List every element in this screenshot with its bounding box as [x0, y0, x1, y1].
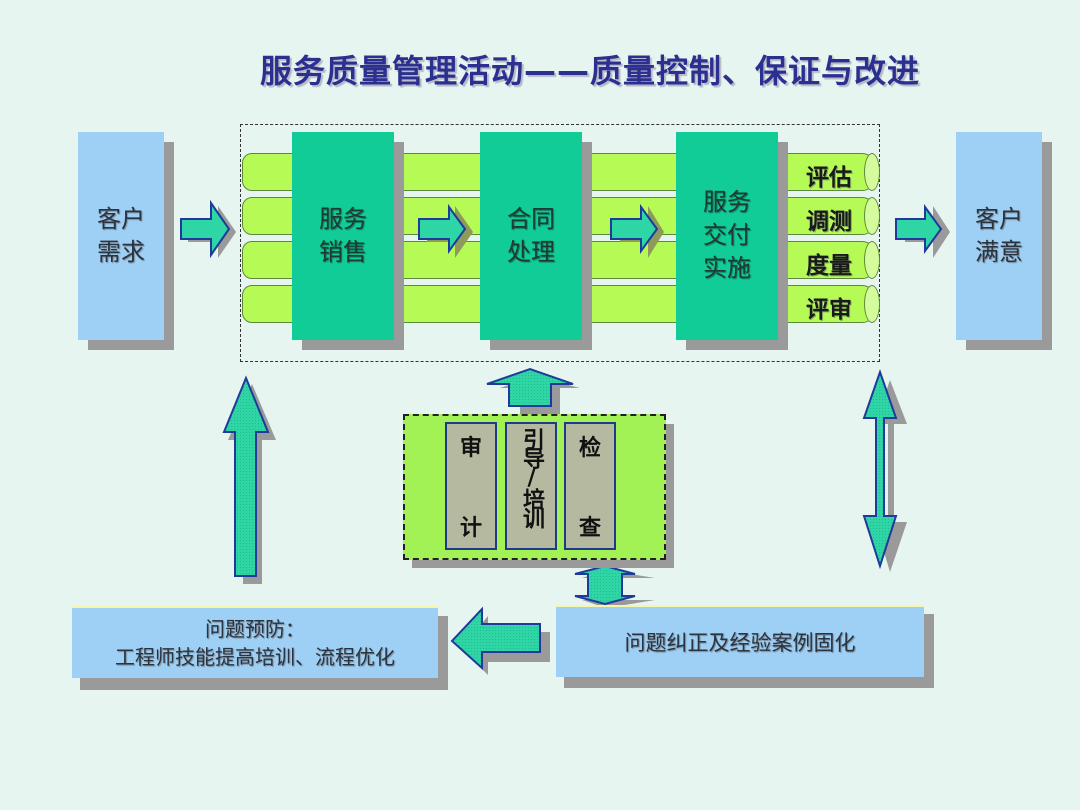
step-delivery-line3: 实施	[703, 254, 751, 282]
tool-guidance-training: 引导/培训	[505, 422, 557, 550]
step-delivery-line2: 交付	[703, 221, 751, 249]
customer-satisfaction-line2: 满意	[975, 238, 1023, 266]
arrow-bidirectional-icon	[862, 368, 907, 572]
arrow-bidirectional-small-icon	[574, 564, 655, 608]
customer-need-line2: 需求	[97, 238, 145, 266]
pipe-label-review: 评审	[806, 297, 852, 323]
pipe-end-1	[864, 153, 880, 191]
tool-audit-bottom: 计	[459, 516, 482, 541]
step-service-sales: 服务 销售	[292, 132, 394, 340]
tool-guidance-label: 引导/培训	[519, 428, 544, 526]
arrow-up-long-icon	[222, 375, 276, 584]
tool-inspection-bottom: 查	[578, 516, 601, 541]
customer-satisfaction-line1: 客户	[975, 205, 1023, 233]
arrow-left-icon	[450, 606, 550, 675]
tool-inspection: 检 查	[564, 422, 616, 550]
step-service-delivery: 服务 交付 实施	[676, 132, 778, 340]
pipe-label-measurement: 度量	[806, 253, 852, 279]
tool-audit: 审 计	[445, 422, 497, 550]
step-sales-line2: 销售	[319, 238, 367, 266]
arrow-right-icon	[895, 203, 950, 258]
prevention-detail: 工程师技能提高培训、流程优化	[115, 645, 395, 669]
customer-satisfaction-box: 客户 满意	[956, 132, 1042, 340]
arrow-up-icon	[486, 367, 580, 414]
pipe-end-2	[864, 197, 880, 235]
pipe-end-4	[864, 285, 880, 323]
diagram-title: 服务质量管理活动——质量控制、保证与改进	[259, 52, 920, 90]
customer-need-line1: 客户	[97, 205, 145, 233]
problem-correction-box: 问题纠正及经验案例固化	[556, 605, 924, 677]
correction-label: 问题纠正及经验案例固化	[624, 631, 856, 655]
step-delivery-line1: 服务	[703, 188, 751, 216]
tool-inspection-top: 检	[578, 436, 601, 461]
step-contract-line2: 处理	[507, 238, 555, 266]
step-sales-line1: 服务	[319, 205, 367, 233]
tool-audit-top: 审	[459, 436, 482, 461]
pipe-label-assessment: 评估	[806, 165, 852, 191]
problem-prevention-box: 问题预防： 工程师技能提高培训、流程优化	[72, 606, 438, 678]
step-contract-processing: 合同 处理	[480, 132, 582, 340]
pipe-end-3	[864, 241, 880, 279]
process-frame	[240, 124, 880, 362]
step-contract-line1: 合同	[507, 205, 555, 233]
arrow-right-icon	[180, 199, 236, 259]
customer-need-box: 客户 需求	[78, 132, 164, 340]
pipe-label-testing: 调测	[806, 209, 852, 235]
prevention-title: 问题预防：	[205, 617, 305, 641]
